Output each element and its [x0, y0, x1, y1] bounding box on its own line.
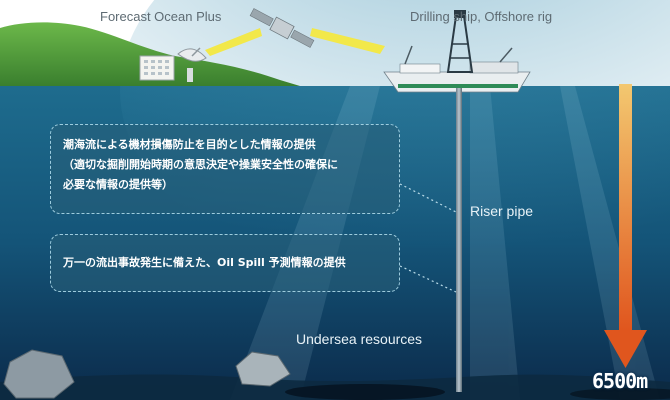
info-box-oil-spill: 万一の流出事故発生に備えた、Oil Spill 予測情報の提供 — [50, 234, 400, 292]
rock-middle — [235, 351, 291, 387]
land — [0, 22, 300, 86]
info-box-current-damage: 潮海流による機材損傷防止を目的とした情報の提供 （適切な掘削開始時期の意思決定や… — [50, 124, 400, 214]
leader-line-box1 — [399, 183, 457, 213]
riser-pipe-label: Riser pipe — [470, 203, 534, 219]
building-icon — [139, 55, 175, 81]
depth-arrow-icon — [604, 84, 647, 368]
seabed-hole-2 — [570, 388, 670, 400]
undersea-resources-label: Undersea resources — [296, 331, 423, 347]
drilling-ship-label: Drilling ship, Offshore rig — [410, 9, 553, 24]
info-box-line: 潮海流による機材損傷防止を目的とした情報の提供 — [63, 138, 316, 151]
satellite-dish-icon — [177, 47, 207, 82]
satellite-icon — [249, 8, 315, 48]
seabed-hole — [285, 384, 445, 400]
info-box-line: 万一の流出事故発生に備えた、Oil Spill 予測情報の提供 — [63, 256, 346, 269]
leader-line-box2 — [399, 265, 457, 293]
info-box-line: 必要な情報の提供等） — [63, 178, 173, 191]
forecast-ocean-plus-label: Forecast Ocean Plus — [100, 9, 222, 24]
rock-left — [3, 349, 75, 399]
riser-pipe — [456, 88, 462, 392]
signal-beam-right — [310, 28, 385, 54]
signal-beam-left — [205, 28, 262, 56]
depth-label: 6500m — [592, 369, 648, 393]
info-box-line: （適切な掘削開始時期の意思決定や操業安全性の確保に — [63, 158, 338, 171]
drilling-ship-icon — [383, 10, 531, 93]
